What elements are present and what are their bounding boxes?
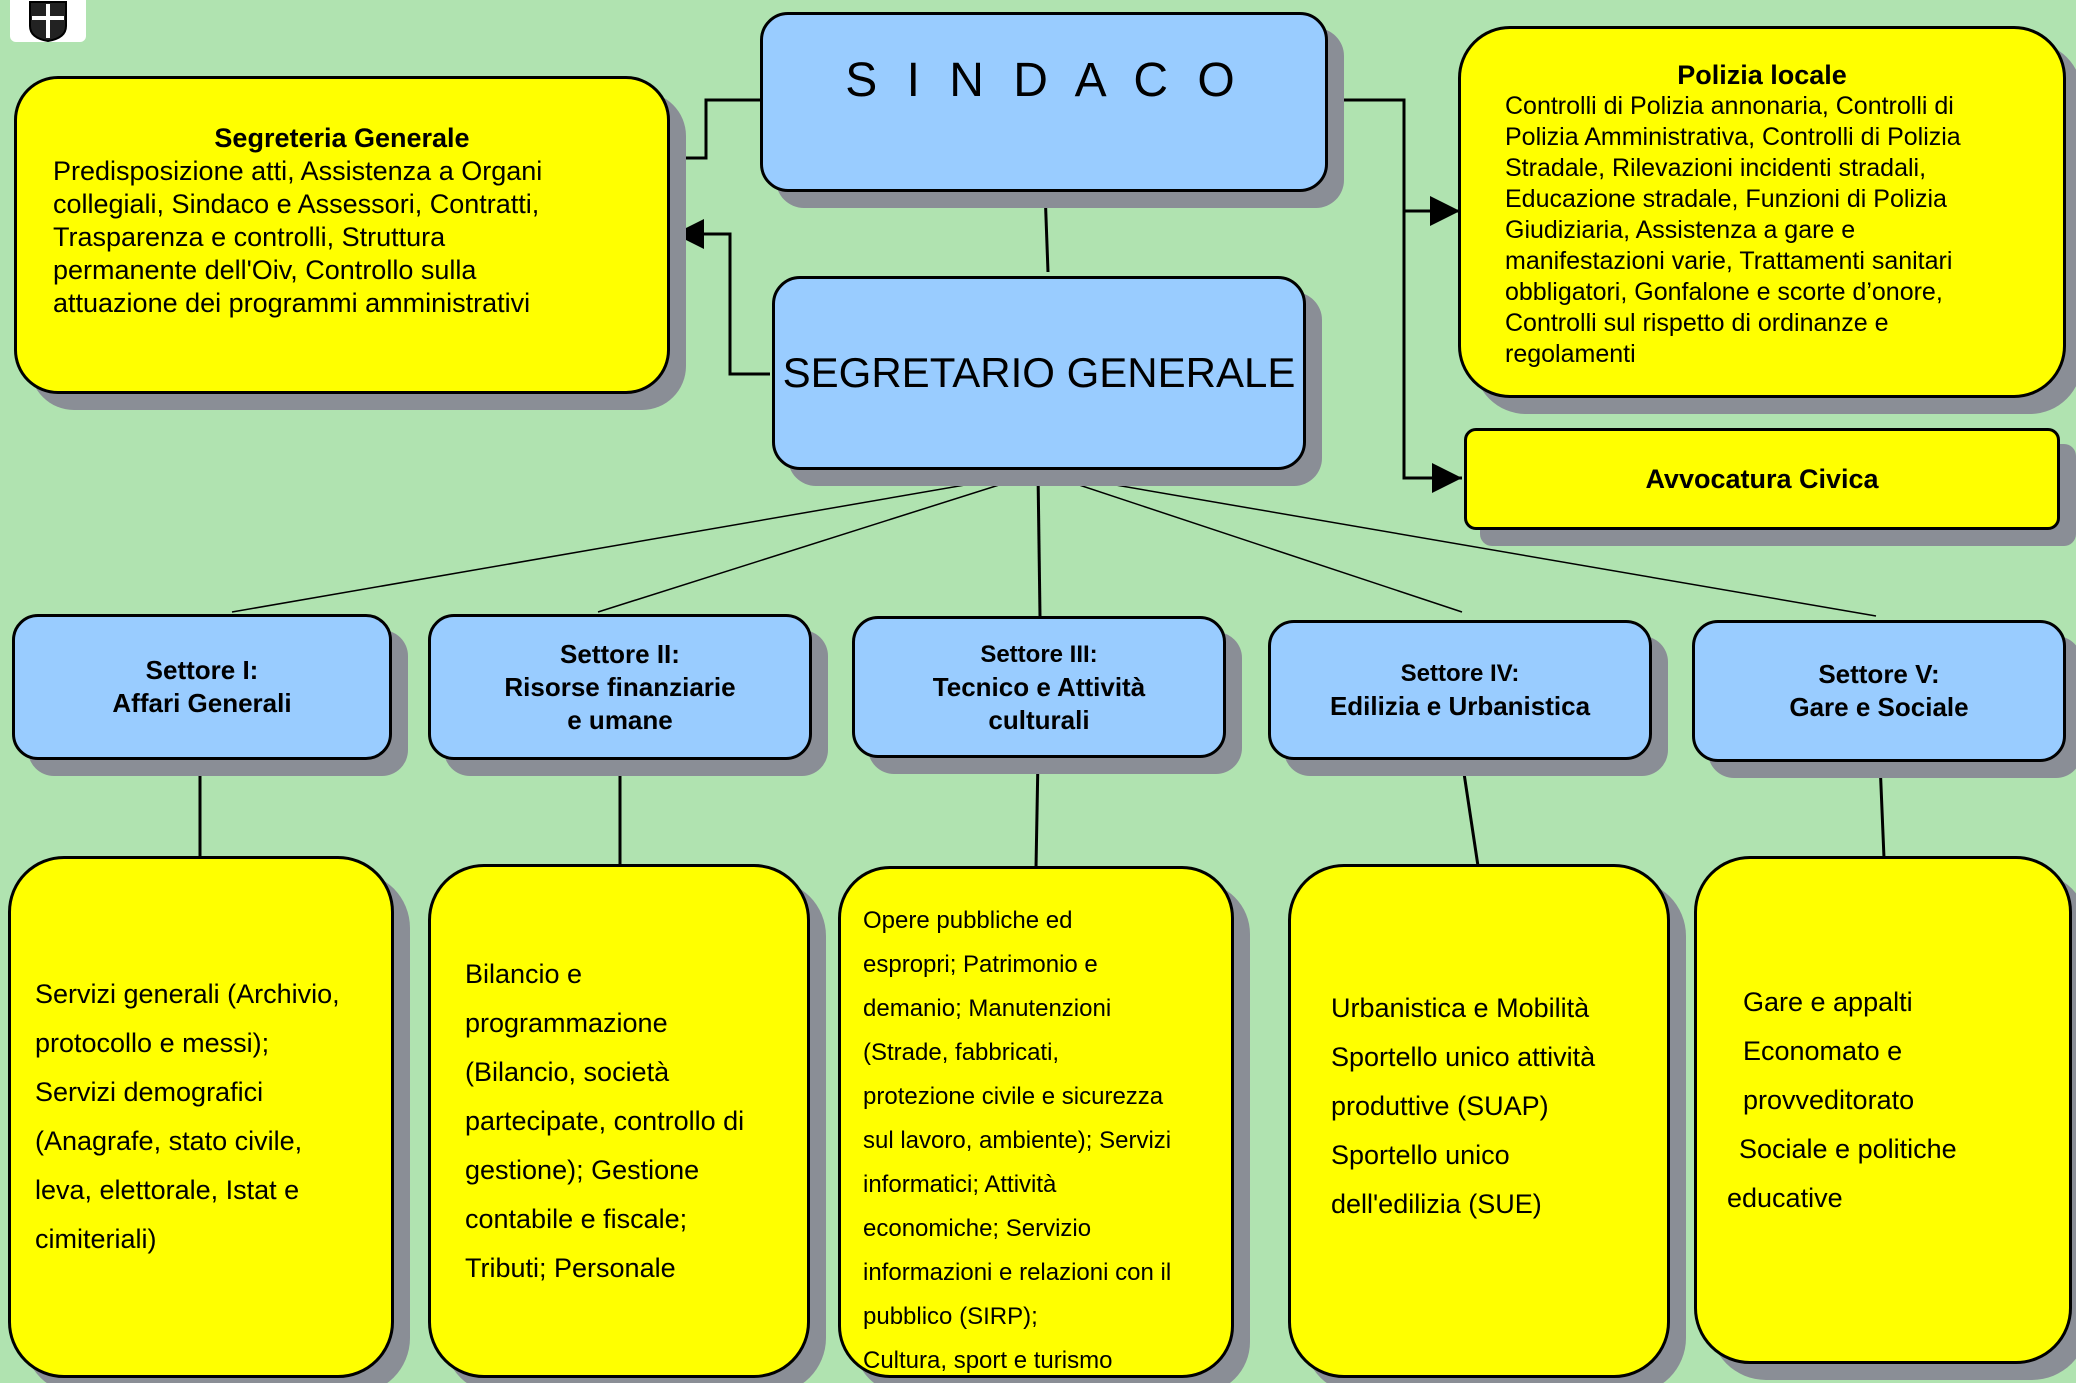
segretario-to-settore-4-line <box>1039 471 1463 613</box>
shield-icon <box>29 1 67 43</box>
servizi-settore-2-text: Bilancio e programmazione (Bilancio, soc… <box>465 958 745 1283</box>
settore-4-to-servizi-line <box>1460 759 1480 867</box>
sindaco-to-polizia-arrow <box>1328 98 1460 226</box>
sindaco-label: S I N D A C O <box>845 53 1243 107</box>
servizi-settore-1-box: Servizi generali (Archivio, protocollo e… <box>8 856 394 1378</box>
segretario-to-settore-5-line <box>1039 471 1877 617</box>
settore-1-box: Settore I: Affari Generali <box>12 614 392 760</box>
servizi-settore-5-text: Gare e appalti Economato e provveditorat… <box>1727 986 1957 1213</box>
settore-5-box: Settore V: Gare e Sociale <box>1692 620 2066 762</box>
polizia-locale-box: Polizia locale Controlli di Polizia anno… <box>1458 26 2066 398</box>
segretario-generale-box: SEGRETARIO GENERALE <box>772 276 1306 470</box>
sindaco-to-segreteria-line <box>672 98 760 160</box>
servizi-settore-5-box: Gare e appalti Economato e provveditorat… <box>1694 856 2072 1364</box>
settore-3-box: Settore III: Tecnico e Attività cultural… <box>852 616 1226 758</box>
sindaco-to-segretario-line <box>1043 189 1050 273</box>
sindaco-box: S I N D A C O <box>760 12 1328 192</box>
segretario-to-settore-2-line <box>597 471 1041 613</box>
segretario-to-settore-3-line <box>1036 471 1042 617</box>
segretario-to-settore-1-line <box>231 471 1041 613</box>
segreteria-generale-box: Segreteria Generale Predisposizione atti… <box>14 76 670 394</box>
segretario-generale-label: SEGRETARIO GENERALE <box>782 349 1296 396</box>
segreteria-generale-description: Predisposizione atti, Assistenza a Organ… <box>53 156 543 318</box>
servizi-settore-3-text: Opere pubbliche ed espropri; Patrimonio … <box>863 907 1172 1374</box>
sindaco-to-avvocatura-arrow <box>1402 211 1462 493</box>
settore-2-box: Settore II: Risorse finanziarie e umane <box>428 614 812 760</box>
settore-4-box: Settore IV: Edilizia e Urbanistica <box>1268 620 1652 760</box>
servizi-settore-4-box: Urbanistica e Mobilità Sportello unico a… <box>1288 864 1670 1378</box>
settore-5-to-servizi-line <box>1878 761 1886 859</box>
servizi-settore-1-text: Servizi generali (Archivio, protocollo e… <box>35 979 340 1254</box>
polizia-locale-description: Controlli di Polizia annonaria, Controll… <box>1505 92 1961 368</box>
servizi-settore-3-box: Opere pubbliche ed espropri; Patrimonio … <box>838 866 1234 1378</box>
settore-3-to-servizi-line <box>1034 757 1040 869</box>
segretario-to-segreteria-arrow <box>674 219 770 376</box>
crest-logo <box>10 0 86 43</box>
avvocatura-civica-title: Avvocatura Civica <box>1645 463 1879 494</box>
avvocatura-civica-box: Avvocatura Civica <box>1464 428 2060 530</box>
segreteria-generale-title: Segreteria Generale <box>214 123 470 153</box>
servizi-settore-2-box: Bilancio e programmazione (Bilancio, soc… <box>428 864 810 1378</box>
servizi-settore-4-text: Urbanistica e Mobilità Sportello unico a… <box>1331 992 1596 1219</box>
polizia-locale-title: Polizia locale <box>1677 60 1847 90</box>
